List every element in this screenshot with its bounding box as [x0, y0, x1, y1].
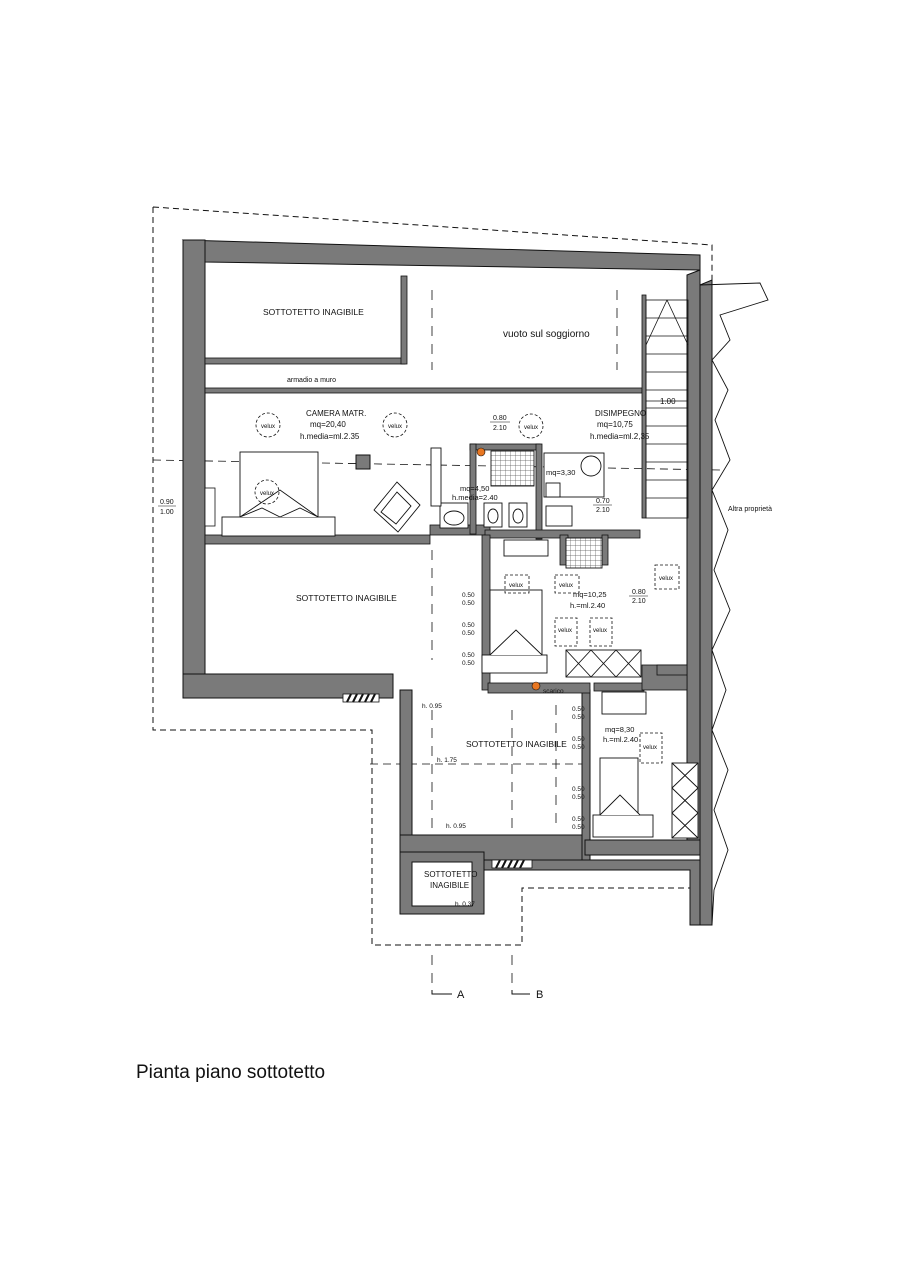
- dashed-guides: [431, 290, 618, 990]
- room-area-camera: mq=20,40: [310, 420, 346, 429]
- dim-050: 0.50: [462, 622, 475, 629]
- room-label-camera: CAMERA MATR.: [306, 409, 366, 418]
- height-095-top: h. 0.95: [422, 703, 442, 710]
- velux-label: velux: [659, 576, 673, 582]
- dim-050: 0.50: [572, 794, 585, 801]
- room-area-bath1: mq=4,50: [460, 484, 489, 493]
- velux-label: velux: [260, 491, 274, 497]
- dim-050: 0.50: [572, 786, 585, 793]
- room-height-mid: h.=ml.2.40: [570, 601, 605, 610]
- dim-050: 0.50: [462, 600, 475, 607]
- room-label-vuoto: vuoto sul soggiorno: [503, 329, 590, 340]
- dim-050: 0.50: [462, 592, 475, 599]
- bed-middle: [481, 539, 549, 674]
- dim-090: 0.90: [160, 499, 174, 506]
- section-label-a: A: [457, 989, 465, 1001]
- dim-050: 0.50: [572, 824, 585, 831]
- drawing-caption: Pianta piano sottotetto: [136, 1062, 326, 1083]
- velux-label: velux: [593, 628, 607, 634]
- room-height-disimpegno: h.media=ml.2,35: [590, 432, 650, 441]
- dim-050: 0.50: [572, 706, 585, 713]
- dim-050: 0.50: [572, 816, 585, 823]
- room-area-bath2: mq=3,30: [546, 468, 575, 477]
- dim-050: 0.50: [462, 660, 475, 667]
- dim-050: 0.50: [572, 744, 585, 751]
- velux-label: velux: [261, 424, 275, 430]
- dim-210: 2.10: [632, 598, 646, 605]
- height-037: h. 0.37: [455, 901, 475, 908]
- room-height-bath1: h.media=2.40: [452, 493, 498, 502]
- dim-050: 0.50: [462, 630, 475, 637]
- bathroom-2-fixtures: [543, 452, 605, 569]
- wardrobe-middle: [565, 649, 642, 678]
- height-175: h. 1.75: [437, 757, 457, 764]
- dim-080: 0.80: [632, 589, 646, 596]
- section-marker-b: [511, 990, 530, 995]
- room-label-small-2: INAGIBILE: [430, 881, 469, 890]
- hatch-symbols: [204, 487, 533, 869]
- wardrobe-lower: [671, 762, 699, 839]
- label-altra-proprieta: Altra proprietà: [728, 506, 772, 513]
- room-label-sottotetto-lower: SOTTOTETTO INAGIBILE: [466, 739, 567, 749]
- label-armadio: armadio a muro: [287, 377, 336, 384]
- dim-080: 0.80: [493, 415, 507, 422]
- room-height-low: h.=ml.2.40: [603, 735, 638, 744]
- dim-210: 2.10: [596, 507, 610, 514]
- velux-skylights: [254, 412, 680, 764]
- chimney-block: [355, 454, 371, 470]
- bed-lower: [592, 691, 654, 838]
- velux-label: velux: [558, 628, 572, 634]
- roof-outline: [152, 206, 713, 946]
- label-scarico: scarico: [543, 688, 564, 695]
- velux-label: velux: [643, 745, 657, 751]
- section-marker-a: [431, 990, 452, 995]
- velux-label: velux: [388, 424, 402, 430]
- room-area-low: mq=8,30: [605, 725, 634, 734]
- velux-label: velux: [559, 583, 573, 589]
- drain-icon: [531, 681, 541, 691]
- room-label-sottotetto-left: SOTTOTETTO INAGIBILE: [296, 593, 397, 603]
- room-label-disimpegno: DISIMPEGNO: [595, 409, 646, 418]
- stair-width-label: 1.00: [660, 397, 676, 406]
- room-height-camera: h.media=ml.2.35: [300, 432, 360, 441]
- room-area-disimpegno: mq=10,75: [597, 420, 633, 429]
- dim-210: 2.10: [493, 425, 507, 432]
- room-label-small-1: SOTTOTETTO: [424, 870, 477, 879]
- dim-050: 0.50: [572, 714, 585, 721]
- dim-070: 0.70: [596, 498, 610, 505]
- dim-100: 1.00: [160, 509, 174, 516]
- bathroom-1-fixtures: [430, 447, 535, 529]
- dim-050: 0.50: [572, 736, 585, 743]
- staircase: [645, 299, 689, 519]
- bed-master: [221, 451, 336, 537]
- room-label-sottotetto-top: SOTTOTETTO INAGIBILE: [263, 307, 364, 317]
- armchair: [373, 481, 421, 533]
- pipe-icon: [476, 447, 486, 457]
- velux-label: velux: [524, 425, 538, 431]
- velux-label: velux: [509, 583, 523, 589]
- dim-050: 0.50: [462, 652, 475, 659]
- section-label-b: B: [536, 989, 543, 1001]
- height-095-bottom: h. 0.95: [446, 823, 466, 830]
- room-area-mid: mq=10,25: [573, 590, 607, 599]
- neighbour-boundary: [699, 282, 769, 926]
